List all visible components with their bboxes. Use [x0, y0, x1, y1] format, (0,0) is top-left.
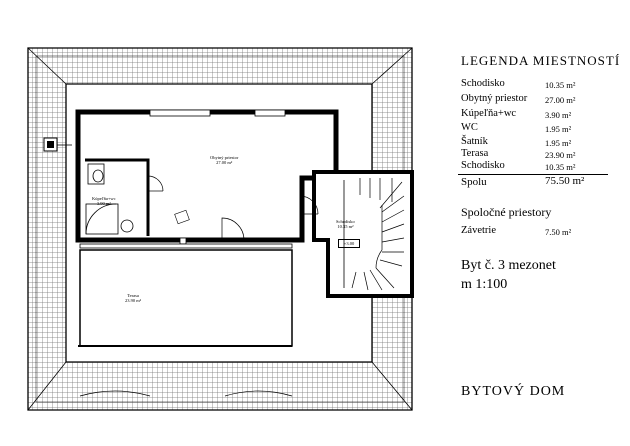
building-title: BYTOVÝ DOM [461, 384, 566, 399]
room-area: 1.95 m² [545, 124, 572, 134]
room-area: 10.35 m² [545, 80, 576, 90]
room-area: 23.90 m² [545, 150, 576, 160]
room-name: Schodisko [461, 160, 505, 171]
chimney [43, 137, 72, 152]
roof-outline [27, 47, 413, 411]
total-divider [458, 174, 608, 175]
flat-title: Byt č. 3 mezonet [461, 258, 556, 273]
common-item-area: 7.50 m² [545, 227, 572, 237]
living-room-name: Obytný priestor [210, 155, 239, 160]
bathroom [85, 158, 164, 236]
level-badge: +3.00 [338, 239, 360, 248]
room-name: Obytný priestor [461, 93, 528, 104]
living-room-area: 27.00 m² [216, 159, 233, 165]
room-name: Kúpeľňa+wc [461, 108, 517, 119]
exterior-walls [75, 109, 339, 243]
staircase-label: Schodisko 10.35 m² [336, 219, 355, 230]
room-name: WC [461, 122, 478, 133]
bathroom-name: Kúpeľňa+wc [92, 196, 116, 201]
terrace-name: Terasa [127, 293, 139, 298]
terrace-label: Terasa 23.90 m² [125, 293, 142, 304]
staircase-area: 10.35 m² [337, 223, 354, 229]
living-door [174, 209, 245, 245]
room-name: Terasa [461, 148, 489, 159]
terrace [78, 243, 293, 397]
staircase-name: Schodisko [336, 219, 355, 224]
room-name: Schodisko [461, 78, 505, 89]
room-area: 10.35 m² [545, 162, 576, 172]
staircase [299, 170, 414, 298]
bathroom-area: 3.90 m² [96, 200, 111, 206]
common-areas-title: Spoločné priestory [461, 205, 552, 219]
room-area: 3.90 m² [545, 110, 572, 120]
legend-title: LEGENDA MIESTNOSTÍ [461, 53, 621, 68]
room-area: 27.00 m² [545, 95, 576, 105]
terrace-area: 23.90 m² [125, 297, 142, 303]
scale-label: m 1:100 [461, 277, 508, 292]
common-item-name: Závetrie [461, 225, 496, 236]
total-area: 75.50 m² [545, 175, 585, 187]
room-name: Šatník [461, 136, 488, 147]
bathroom-label: Kúpeľňa+wc 3.90 m² [92, 196, 116, 207]
room-area: 1.95 m² [545, 138, 572, 148]
total-name: Spolu [461, 176, 487, 188]
living-room-label: Obytný priestor 27.00 m² [210, 155, 239, 166]
